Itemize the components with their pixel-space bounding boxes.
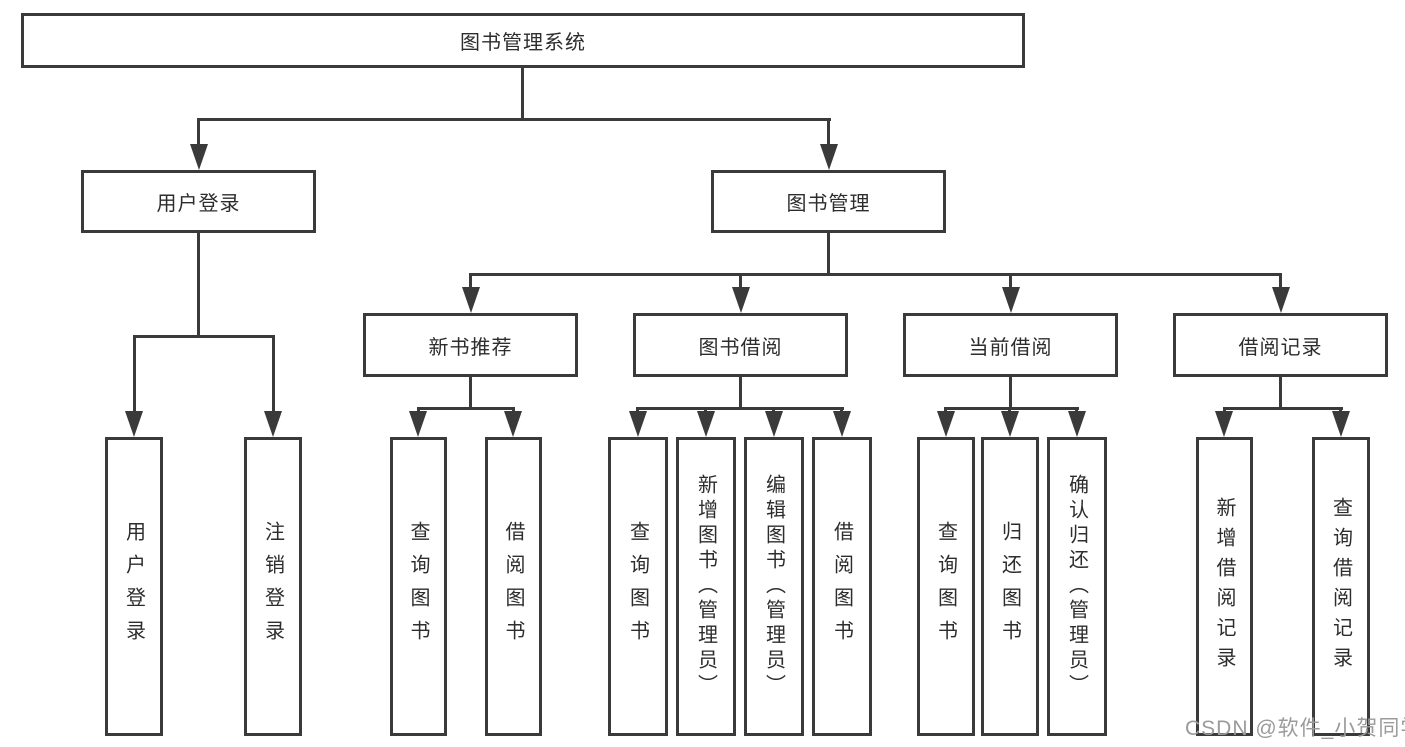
connector-drop-user-login	[197, 118, 200, 146]
arrow-to-user-login	[190, 144, 208, 170]
leaf-label: 新增图书（管理员）	[694, 474, 717, 699]
connector-root-stem	[521, 68, 524, 118]
connector-drop-leaf-logout	[272, 335, 275, 413]
node-leaf-query-books-borrowing: 查询图书	[608, 437, 668, 736]
connector-borrowing-records-split	[1223, 407, 1343, 410]
connector-current-borrowing-stem	[1009, 377, 1012, 407]
arrow-to-book-borrowing	[732, 287, 750, 313]
arrow-to-query-books-current	[937, 411, 955, 437]
arrow-to-new-book-recommend	[462, 287, 480, 313]
connector-drop-borrowing-records	[1279, 273, 1282, 289]
arrow-to-edit-books-admin	[765, 411, 783, 437]
node-leaf-return-books: 归还图书	[981, 437, 1039, 736]
node-leaf-add-books-admin: 新增图书（管理员）	[676, 437, 736, 736]
connector-book-management-stem	[827, 233, 830, 273]
connector-drop-leaf-user-login	[133, 335, 136, 413]
leaf-label: 用户登录	[122, 520, 145, 653]
node-leaf-borrow-books-borrowing: 借阅图书	[812, 437, 872, 736]
node-leaf-user-login: 用户登录	[105, 437, 163, 736]
connector-current-borrowing-split	[944, 407, 1079, 410]
connector-drop-new-book-recommend	[469, 273, 472, 289]
csdn-watermark: CSDN @软件_小贺同学	[1185, 717, 1405, 740]
node-leaf-edit-books-admin: 编辑图书（管理员）	[744, 437, 804, 736]
node-leaf-query-books-recommend: 查询图书	[390, 437, 447, 736]
connector-borrowing-records-stem	[1279, 377, 1282, 407]
node-borrowing-records: 借阅记录	[1173, 313, 1388, 377]
leaf-label: 查询借阅记录	[1329, 496, 1352, 677]
leaf-label: 借阅图书	[502, 520, 524, 653]
leaf-label: 新增借阅记录	[1213, 496, 1235, 677]
connector-root-split	[197, 118, 831, 121]
node-book-management: 图书管理	[711, 170, 946, 233]
arrow-to-current-borrowing	[1002, 287, 1020, 313]
arrow-to-query-borrow-record	[1332, 411, 1350, 437]
connector-drop-book-management	[827, 118, 830, 146]
arrow-to-confirm-return-admin	[1068, 411, 1086, 437]
connector-new-book-recommend-stem	[469, 377, 472, 407]
leaf-label: 查询图书	[407, 520, 429, 653]
leaf-label: 查询图书	[626, 520, 649, 653]
leaf-label: 确认归还（管理员）	[1065, 474, 1088, 699]
arrow-to-add-borrow-record	[1215, 411, 1233, 437]
connector-new-book-recommend-split	[417, 407, 515, 410]
node-leaf-borrow-books-recommend: 借阅图书	[485, 437, 542, 736]
leaf-label: 借阅图书	[830, 520, 853, 653]
leaf-label: 查询图书	[934, 520, 957, 653]
node-root-library-management-system: 图书管理系统	[21, 13, 1025, 68]
node-leaf-logout: 注销登录	[244, 437, 302, 736]
arrow-to-borrow-books-recommend	[504, 411, 522, 437]
arrow-to-query-books-recommend	[409, 411, 427, 437]
connector-book-borrowing-split	[636, 407, 844, 410]
connector-user-login-split	[133, 335, 275, 338]
node-leaf-confirm-return-admin: 确认归还（管理员）	[1047, 437, 1107, 736]
connector-book-borrowing-stem	[739, 377, 742, 407]
node-leaf-query-borrow-record: 查询借阅记录	[1312, 437, 1370, 736]
connector-drop-book-borrowing	[739, 273, 742, 289]
arrow-to-add-books-admin	[697, 411, 715, 437]
arrow-to-leaf-logout	[264, 411, 282, 437]
node-leaf-add-borrow-record: 新增借阅记录	[1196, 437, 1253, 736]
arrow-to-borrowing-records	[1272, 287, 1290, 313]
connector-drop-current-borrowing	[1009, 273, 1012, 289]
leaf-label: 注销登录	[261, 520, 284, 653]
arrow-to-return-books	[1001, 411, 1019, 437]
arrow-to-query-books-borrowing	[629, 411, 647, 437]
arrow-to-borrow-books-borrowing	[833, 411, 851, 437]
leaf-label: 归还图书	[998, 520, 1021, 653]
node-user-login: 用户登录	[81, 170, 316, 233]
arrow-to-book-management	[820, 144, 838, 170]
node-leaf-query-books-current: 查询图书	[917, 437, 975, 736]
connector-book-management-split	[469, 273, 1282, 276]
leaf-label: 编辑图书（管理员）	[762, 474, 785, 699]
node-new-book-recommend: 新书推荐	[363, 313, 578, 377]
connector-user-login-stem	[197, 233, 200, 335]
node-current-borrowing: 当前借阅	[903, 313, 1118, 377]
node-book-borrowing: 图书借阅	[633, 313, 848, 377]
arrow-to-leaf-user-login	[125, 411, 143, 437]
